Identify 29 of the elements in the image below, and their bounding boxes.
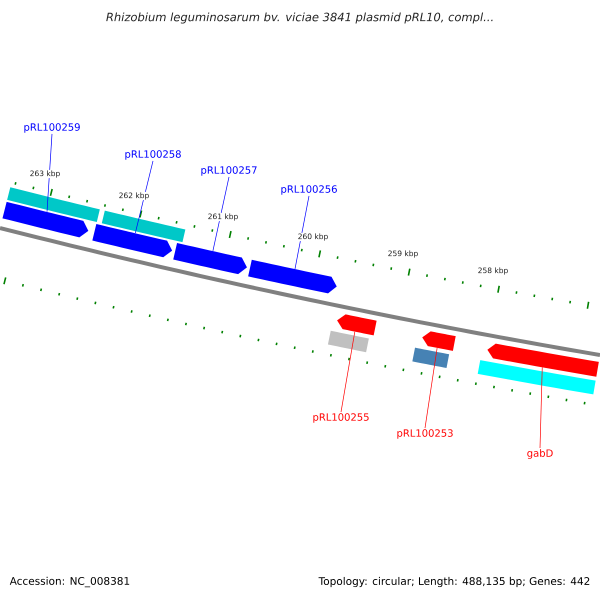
feature-bar bbox=[7, 187, 100, 222]
leader-line bbox=[294, 196, 310, 270]
gene-label: pRL100255 bbox=[313, 413, 369, 423]
gene-feature bbox=[92, 224, 172, 258]
leader-line bbox=[340, 331, 356, 412]
feature-bar bbox=[478, 360, 596, 394]
gene-feature bbox=[422, 331, 456, 351]
gene-label: gabD bbox=[527, 449, 553, 459]
feature-bar bbox=[102, 210, 186, 242]
gene-feature bbox=[487, 344, 599, 377]
gene-label: pRL100256 bbox=[281, 185, 337, 195]
leader-line bbox=[540, 367, 543, 448]
leader-line bbox=[212, 176, 230, 252]
feature-bar bbox=[328, 330, 369, 352]
gene-feature bbox=[2, 202, 88, 238]
gene-feature bbox=[337, 314, 377, 336]
leader-line bbox=[46, 134, 52, 212]
title: Rhizobium leguminosarum bv. viciae 3841 plasmid pRL10, compl... bbox=[106, 12, 493, 24]
gene-feature bbox=[248, 260, 337, 294]
footer-text: Accession: NC_008381 bbox=[10, 576, 130, 588]
gene-label: pRL100259 bbox=[24, 123, 80, 133]
gene-feature bbox=[173, 242, 247, 274]
footer-text: Topology: circular; Length: 488,135 bp; Genes: 442 bbox=[318, 576, 590, 588]
gene-label: pRL100258 bbox=[125, 150, 181, 160]
gene-label: pRL100253 bbox=[397, 429, 453, 439]
gene-label: pRL100257 bbox=[201, 166, 257, 176]
feature-bar bbox=[412, 348, 450, 368]
leader-line bbox=[424, 348, 438, 428]
leader-line bbox=[134, 160, 154, 234]
